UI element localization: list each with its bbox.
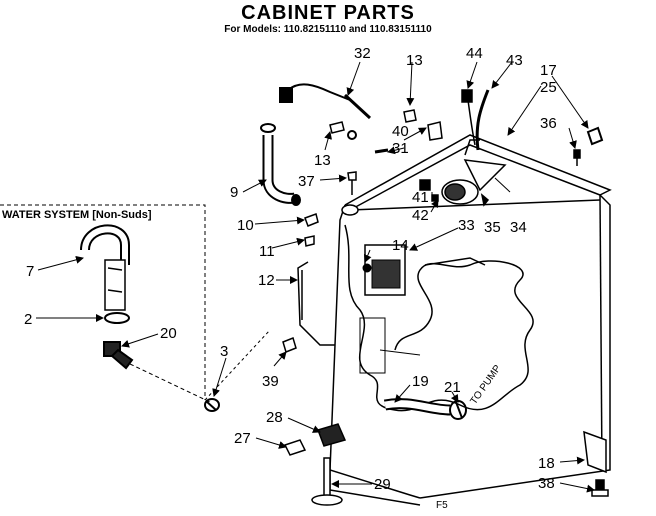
- callout-29: 29: [374, 476, 391, 493]
- callout-41: 41: [412, 189, 429, 206]
- leveling-leg-29: [311, 457, 343, 506]
- callout-33: 33: [458, 217, 475, 234]
- screw-37: [341, 171, 359, 216]
- callout-42: 42: [412, 207, 429, 224]
- bracket-12: [297, 261, 335, 346]
- harness-32: [279, 83, 372, 140]
- fittings-10-11: [304, 213, 319, 247]
- callout-31: 31: [392, 140, 409, 157]
- switch-28: [317, 423, 347, 447]
- callout-40: 40: [392, 123, 409, 140]
- callout-43: 43: [506, 52, 523, 69]
- callout-20: 20: [160, 325, 177, 342]
- figure-code: F5: [436, 500, 448, 511]
- callout-13: 13: [406, 52, 423, 69]
- callout-34: 34: [510, 219, 527, 236]
- hose-19: [383, 398, 451, 416]
- leader-lines: [36, 61, 595, 493]
- diagram-title: CABINET PARTS: [241, 2, 415, 24]
- callout-13b: 13: [314, 152, 331, 169]
- callout-44: 44: [466, 45, 483, 62]
- callout-18: 18: [538, 455, 555, 472]
- callout-3: 3: [220, 343, 228, 360]
- callout-32: 32: [354, 45, 371, 62]
- water-system-inset: [0, 204, 271, 401]
- callout-37: 37: [298, 173, 315, 190]
- callout-38: 38: [538, 475, 555, 492]
- inlet-hose-9: [260, 123, 301, 206]
- callout-27: 27: [234, 430, 251, 447]
- inset-hose: [80, 224, 130, 311]
- callout-2: 2: [24, 311, 32, 328]
- clip-27: [283, 439, 307, 456]
- callout-19: 19: [412, 373, 429, 390]
- water-system-label: WATER SYSTEM [Non-Suds]: [2, 209, 152, 221]
- clamp-3: [204, 398, 220, 412]
- inset-clamp: [104, 312, 130, 324]
- callout-21: 21: [444, 379, 461, 396]
- model-numbers: For Models: 110.82151110 and 110.8315111…: [224, 24, 432, 35]
- small-fasteners: [329, 109, 443, 154]
- callout-10: 10: [237, 217, 254, 234]
- callout-35: 35: [484, 219, 501, 236]
- callout-39: 39: [262, 373, 279, 390]
- callout-25: 25: [540, 79, 557, 96]
- bracket-18: [583, 430, 607, 474]
- clip-17: [586, 126, 604, 146]
- inset-elbow: [103, 341, 211, 403]
- screw-38: [591, 479, 609, 497]
- callout-36: 36: [540, 115, 557, 132]
- callout-7: 7: [26, 263, 34, 280]
- top-panel-parts: [441, 89, 507, 207]
- cabinet-interior: [359, 244, 421, 374]
- callout-9: 9: [230, 184, 238, 201]
- screw-39: [282, 336, 297, 354]
- callout-11: 11: [259, 243, 275, 260]
- callout-17: 17: [540, 62, 557, 79]
- callout-14: 14: [392, 237, 409, 254]
- callout-12: 12: [258, 272, 275, 289]
- cabinet-body: [329, 134, 612, 506]
- callout-28: 28: [266, 409, 283, 426]
- screw-36: [573, 149, 581, 166]
